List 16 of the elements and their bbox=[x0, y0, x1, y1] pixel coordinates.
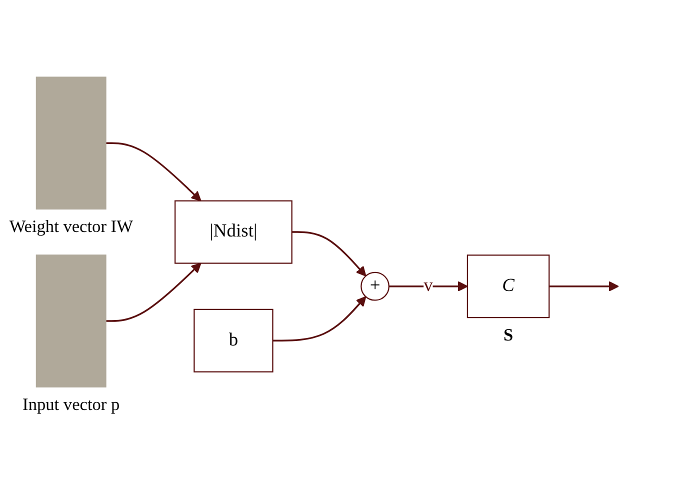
node-caption: S bbox=[503, 325, 514, 344]
edge-label: v bbox=[424, 276, 433, 296]
node-bar bbox=[36, 76, 106, 210]
arrow bbox=[292, 230, 366, 276]
arrow bbox=[106, 142, 202, 201]
arrow bbox=[272, 296, 366, 342]
node-caption: Weight vector IW bbox=[9, 216, 133, 236]
node-caption: Input vector p bbox=[22, 394, 120, 414]
node-circle: + bbox=[360, 271, 390, 300]
node-box: b bbox=[194, 308, 274, 372]
arrow bbox=[549, 280, 619, 292]
arrow bbox=[388, 280, 468, 292]
node-bar bbox=[36, 254, 106, 388]
arrow bbox=[106, 262, 202, 322]
node-box: |Ndist| bbox=[174, 200, 292, 264]
node-box: C bbox=[466, 254, 550, 318]
